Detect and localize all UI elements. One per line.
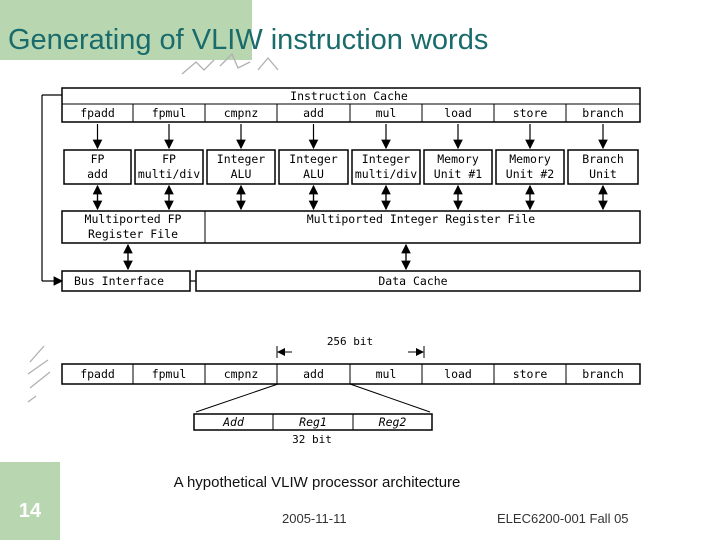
unit-box xyxy=(567,149,639,185)
operation-fields: Add Reg1 Reg2 xyxy=(222,414,406,430)
unit-label-line2: multi/div xyxy=(138,167,200,181)
unit-box xyxy=(134,149,204,185)
instruction-word-box xyxy=(61,363,641,385)
instruction-cache-box xyxy=(61,87,641,123)
unit-box xyxy=(351,149,421,185)
slide-title: Generating of VLIW instruction words xyxy=(8,24,489,56)
unit-label-line2: Unit #2 xyxy=(506,167,554,181)
word-slot-mul: mul xyxy=(376,367,397,381)
unit-box xyxy=(278,149,349,185)
slide-number: 14 xyxy=(18,500,42,522)
unit-label-line2: Unit xyxy=(589,167,617,181)
unit-label-line2: Unit #1 xyxy=(434,167,483,181)
cache-to-unit-arrows xyxy=(92,124,608,150)
op-field-add: Add xyxy=(222,415,245,429)
op-field-reg2: Reg2 xyxy=(379,415,407,429)
unit-label-line1: Integer xyxy=(217,152,266,166)
unit-box xyxy=(206,149,276,185)
cache-slot-fpmul: fpmul xyxy=(152,106,187,120)
cache-slot-cmpnz: cmpnz xyxy=(224,106,259,120)
fp-regfile-line1: Multiported FP xyxy=(85,212,182,226)
bus-interface-label: Bus Interface xyxy=(74,274,164,288)
regfile-to-bus-arrows xyxy=(123,243,411,271)
unit-label-line1: Memory xyxy=(509,152,551,166)
unit-label-line2: ALU xyxy=(303,167,324,181)
unit-label-line1: FP xyxy=(162,152,176,166)
int-regfile-label: Multiported Integer Register File xyxy=(307,212,536,226)
slide-number-background xyxy=(0,462,60,540)
word-slot-cmpnz: cmpnz xyxy=(224,367,259,381)
op-field-reg1: Reg1 xyxy=(299,415,327,429)
slide-date: 2005-11-11 xyxy=(282,511,347,526)
unit-label-line2: ALU xyxy=(231,167,252,181)
course-label: ELEC6200-001 Fall 05 xyxy=(497,511,629,526)
word-slot-add: add xyxy=(303,367,324,381)
word-slot-fpadd: fpadd xyxy=(80,367,115,381)
word-width-label: 256 bit xyxy=(327,335,373,348)
unit-to-regfile-arrows xyxy=(92,184,608,211)
cache-slot-fpadd: fpadd xyxy=(80,106,115,120)
cache-slot-branch: branch xyxy=(582,106,624,120)
unit-box xyxy=(495,149,565,185)
word-slot-branch: branch xyxy=(582,367,624,381)
unit-label-line1: Integer xyxy=(289,152,338,166)
cache-slot-add: add xyxy=(303,106,324,120)
title-background xyxy=(0,0,252,60)
doodle-top xyxy=(181,52,279,75)
unit-label-line1: Branch xyxy=(582,152,624,166)
cache-slot-load: load xyxy=(444,106,472,120)
doodle-left xyxy=(27,345,51,403)
unit-label-line1: Integer xyxy=(362,152,411,166)
word-slot-fpmul: fpmul xyxy=(152,367,187,381)
cache-slot-store: store xyxy=(513,106,548,120)
word-slot-load: load xyxy=(444,367,472,381)
execution-units: FPaddFPmulti/divIntegerALUIntegerALUInte… xyxy=(63,149,639,185)
word-slot-store: store xyxy=(513,367,548,381)
instruction-word-slots: fpadd fpmul cmpnz add mul load store branch xyxy=(80,364,624,384)
unit-box xyxy=(63,149,132,185)
unit-box xyxy=(423,149,493,185)
fp-regfile-line2: Register File xyxy=(88,227,178,241)
data-cache-label: Data Cache xyxy=(378,274,447,288)
unit-label-line2: add xyxy=(87,167,108,181)
feedback-bus-line xyxy=(41,94,64,286)
unit-label-line1: Memory xyxy=(437,152,479,166)
instruction-cache-title: Instruction Cache xyxy=(290,89,408,103)
op-expansion-lines xyxy=(195,383,431,413)
word-width-dimension xyxy=(276,346,425,358)
op-width-label: 32 bit xyxy=(292,433,332,446)
register-files-box xyxy=(61,210,641,244)
operation-box xyxy=(193,413,433,431)
unit-label-line1: FP xyxy=(91,152,105,166)
cache-slot-mul: mul xyxy=(376,106,397,120)
figure-caption: A hypothetical VLIW processor architectu… xyxy=(173,474,461,491)
unit-label-line2: multi/div xyxy=(355,167,417,181)
instruction-cache-slots: fpadd fpmul cmpnz add mul load store branch xyxy=(80,104,624,122)
data-cache-box xyxy=(195,270,641,292)
